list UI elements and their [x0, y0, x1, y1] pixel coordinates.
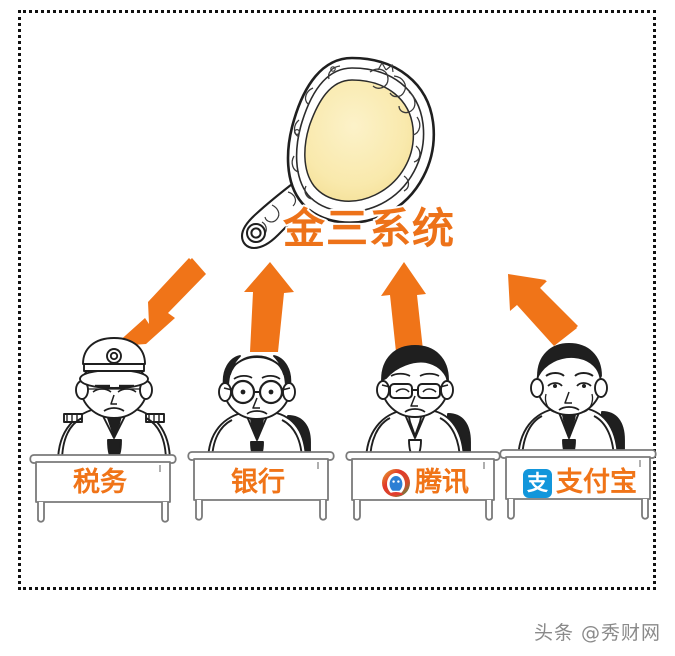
figure-banker	[207, 355, 311, 463]
tencent-penguin-icon	[381, 468, 411, 498]
desk-tencent	[345, 451, 501, 521]
desk-label-alipay: 支 支付宝	[508, 468, 652, 498]
arrow-tencent	[381, 262, 426, 352]
figure-tax-officer	[57, 337, 171, 463]
hand-mirror-illustration	[240, 56, 436, 250]
desk-label-tencent-text: 腾讯	[415, 467, 469, 498]
arrow-tax	[116, 258, 206, 346]
arrow-alipay	[508, 274, 578, 346]
desk-label-tencent: 腾讯	[356, 468, 494, 498]
alipay-zhi-icon: 支	[523, 468, 552, 498]
figure-tencent	[365, 345, 471, 463]
desk-label-tax: 税务	[40, 468, 160, 498]
watermark: 头条 @秀财网	[533, 622, 661, 644]
desk-bank	[187, 451, 335, 521]
desk-label-bank-text: 银行	[231, 467, 285, 498]
desk-tax	[29, 454, 177, 523]
desk-label-bank: 银行	[198, 468, 318, 498]
figure-alipay	[517, 343, 625, 463]
system-title: 金三系统	[281, 204, 456, 253]
desk-label-tax-text: 税务	[73, 467, 127, 498]
system-title-text: 金三系统	[281, 204, 456, 253]
desk-label-alipay-text: 支付宝	[556, 467, 637, 498]
arrow-bank	[244, 262, 294, 352]
